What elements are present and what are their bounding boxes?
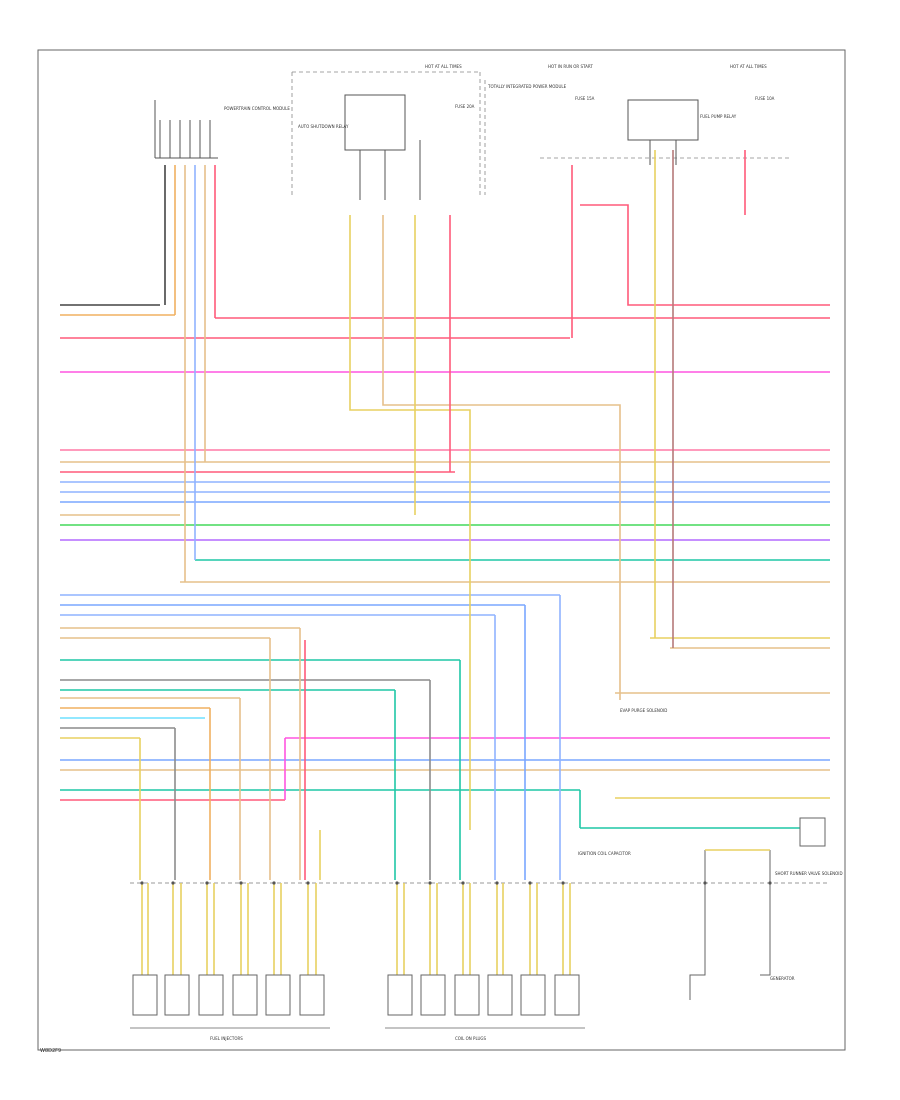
coil-on-plug-group [385,974,585,1029]
label-short-runner-valve: SHORT RUNNER VALVE SOLENOID [775,871,843,876]
fuel-injector-6 [299,974,325,1016]
fuel-pump-relay [627,99,699,165]
power-module-outline [291,71,790,195]
wire-bus [60,304,830,829]
component-leads [141,883,571,975]
auto-shutdown-relay [344,94,421,200]
label-tipm: TOTALLY INTEGRATED POWER MODULE [487,84,567,89]
vertical-wires [139,150,830,880]
label-coil-on-plugs: COIL ON PLUGS [455,1036,487,1041]
coil-on-plug-1 [387,974,413,1016]
fuel-injector-4 [232,974,258,1016]
junction-dots [140,881,772,885]
label-generator: GENERATOR [770,976,795,981]
coil-on-plug-2 [420,974,446,1016]
label-pcm: POWERTRAIN CONTROL MODULE [224,106,290,111]
coil-on-plug-6 [554,974,580,1016]
label-hot-at-all-times-2: HOT AT ALL TIMES [730,64,767,69]
label-fuse-20a: FUSE 20A [455,104,475,109]
label-fuse-10a: FUSE 10A [755,96,775,101]
diagram-border [37,49,846,1051]
footer-code: W8D2F9 [40,1048,61,1054]
generator-connector [799,817,826,847]
right-components [689,817,826,1000]
label-auto-shutdown-relay: AUTO SHUTDOWN RELAY [298,124,349,129]
label-fuel-injectors: FUEL INJECTORS [210,1036,243,1041]
pcm-connector-top [154,100,218,159]
label-hot-at-all-times-1: HOT AT ALL TIMES [425,64,462,69]
coil-on-plug-5 [520,974,546,1016]
fuel-injector-5 [265,974,291,1016]
label-fuel-pump-relay: FUEL PUMP RELAY [700,114,737,119]
coil-on-plug-3 [454,974,480,1016]
label-hot-in-run-start: HOT IN RUN OR START [548,64,593,69]
fuel-injector-group [130,974,330,1029]
label-ignition-coil-capacitor: IGNITION COIL CAPACITOR [578,851,631,856]
fuel-injector-1 [132,974,158,1016]
label-fuse-15a: FUSE 15A [575,96,595,101]
fuel-injector-2 [164,974,190,1016]
label-evap-solenoid: EVAP PURGE SOLENOID [620,708,667,713]
fuel-injector-3 [198,974,224,1016]
coil-on-plug-4 [487,974,513,1016]
